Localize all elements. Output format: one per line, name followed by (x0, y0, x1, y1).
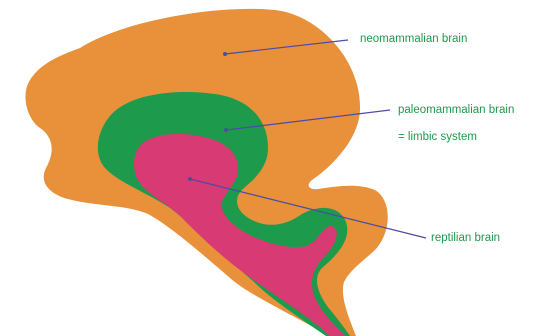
paleomammalian-label: paleomammalian brain (398, 103, 514, 117)
limbic-system-label: = limbic system (398, 130, 477, 144)
paleomammalian-pointer-head (224, 128, 228, 132)
neomammalian-pointer-head (223, 52, 227, 56)
neomammalian-label: neomammalian brain (360, 32, 467, 46)
reptilian-label: reptilian brain (431, 231, 500, 245)
reptilian-pointer-head (188, 177, 192, 181)
